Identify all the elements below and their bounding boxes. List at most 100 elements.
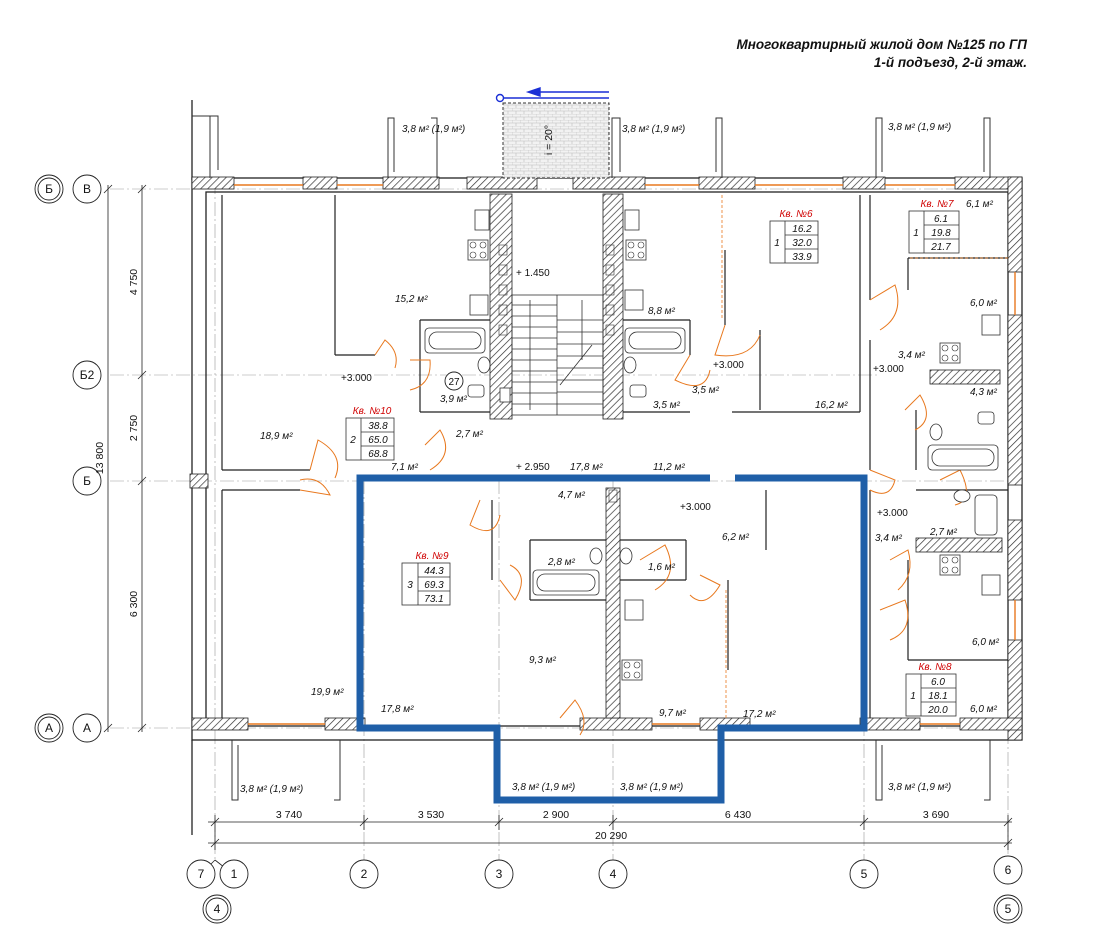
stove-fixture [621,659,643,681]
drawing-title: Многоквартирный жилой дом №125 по ГП 1-й… [737,36,1027,72]
room-area: 4,3 м² [970,387,998,398]
room-area: 6,2 м² [722,532,750,543]
dim-6430: 6 430 [725,809,751,821]
apartment-area-with-balcony: 68.8 [368,449,388,460]
apartment-6-info: Кв. №6 1 16.2 32.0 33.9 [769,209,819,264]
balcony-area: 3,8 м² (1,9 м²) [888,782,951,793]
balconies [192,115,991,801]
room-area: 17,8 м² [570,462,603,473]
dimension-lines [103,184,1013,876]
balcony-area: 3,8 м² (1,9 м²) [888,122,951,133]
stove-fixture [625,239,647,261]
room-area: 2,8 м² [547,557,576,568]
room-area: 6,1 м² [966,199,994,210]
dim-2750: 2 750 [128,415,140,441]
apartment-area-living: 6.0 [931,677,945,688]
level-mark: +3.000 [713,360,744,371]
axis-label-a: А [83,721,91,735]
stove-fixture [939,554,961,576]
level-mark: + 1.450 [516,268,550,279]
axis-label-v: В [83,182,91,196]
windows [234,184,1016,725]
apartment-area-with-balcony: 73.1 [424,594,443,605]
dim-2900: 2 900 [543,809,569,821]
axis-label-4: 4 [610,867,617,881]
room-area: 19,9 м² [311,687,344,698]
axis-label-7: 7 [198,867,205,881]
title-line-1: Многоквартирный жилой дом №125 по ГП [736,37,1027,52]
level-mark: +3.000 [877,508,908,519]
level-mark: + 2.950 [516,462,550,473]
apartment-area-with-balcony: 33.9 [792,252,812,263]
room-area: 6,0 м² [972,637,1000,648]
room-area: 15,2 м² [395,294,428,305]
room-area: 1,6 м² [648,562,676,573]
grid-lines [110,180,1020,860]
apartment-area-with-balcony: 20.0 [927,705,948,716]
fixtures [424,209,1001,681]
apartment-area-with-balcony: 21.7 [930,242,951,253]
balcony-area: 3,8 м² (1,9 м²) [512,782,575,793]
apartment-label: Кв. №7 [920,199,954,210]
doors [299,284,967,736]
ramp-slope: i = 20° [543,125,555,155]
apartment-area-total: 18.1 [928,691,947,702]
room-area: 17,8 м² [381,704,414,715]
dim-3740: 3 740 [276,809,302,821]
title-line-2: 1-й подъезд, 2-й этаж. [873,55,1027,70]
room-area: 8,8 м² [648,306,676,317]
apartment-area-total: 65.0 [368,435,388,446]
stove-burners [469,241,959,679]
dim-6300: 6 300 [128,591,140,617]
stove-fixture [939,342,961,364]
apartment-rooms: 1 [910,691,916,702]
room-area: 2,7 м² [929,527,958,538]
axis-label-b: Б [83,474,91,488]
stove-fixture [467,239,489,261]
apartment-area-living: 44.3 [424,566,444,577]
apartment-area-total: 69.3 [424,580,444,591]
axis-label-4-outer: 4 [214,902,221,916]
apartment-7-info: Кв. №7 1 6.1 19.8 21.7 [908,199,960,254]
room-area: 6,0 м² [970,298,998,309]
axis-label-b-outer: Б [45,182,53,196]
entrance-ramp [502,102,610,179]
room-area: 3,4 м² [875,533,903,544]
interior-dashed-walls [721,195,1008,718]
apartment-8-info: Кв. №8 1 6.0 18.1 20.0 [905,662,957,717]
room-area: 17,2 м² [743,709,776,720]
room-area: 9,3 м² [529,655,557,666]
apartment-9-outline [356,474,868,804]
level-mark: +3.000 [341,373,372,384]
room-area: 4,7 м² [558,490,586,501]
axis-label-a-outer: А [45,721,53,735]
bath-fixture [974,494,998,536]
apartment-rooms: 1 [774,238,780,249]
dim-total-vertical: 13 800 [94,442,106,474]
room-area: 3,4 м² [898,350,926,361]
staircase [511,294,604,416]
room-area: 3,5 м² [653,400,681,411]
axis-label-5-outer: 5 [1005,902,1012,916]
balcony-area: 3,8 м² (1,9 м²) [240,784,303,795]
room-area: 3,9 м² [440,394,468,405]
axis-label-2: 2 [361,867,368,881]
apartment-area-total: 19.8 [931,228,951,239]
balcony-area: 3,8 м² (1,9 м²) [620,782,683,793]
axis-bubbles [34,174,1023,924]
apartment-area-living: 6.1 [934,214,948,225]
apartment-label: Кв. №6 [779,209,813,220]
axis-label-3: 3 [496,867,503,881]
room-area: 6,0 м² [970,704,998,715]
apartment-area-living: 38.8 [368,421,388,432]
wall-piers [189,176,1023,741]
apartment-rooms: 3 [407,580,413,591]
axis-label-1: 1 [231,867,238,881]
dim-3530: 3 530 [418,809,444,821]
apartment-area-total: 32.0 [792,238,812,249]
room-area: 11,2 м² [653,462,685,473]
axis-label-b2: Б2 [80,368,95,382]
ramp-arrow [495,87,609,103]
dim-total-horizontal: 20 290 [595,830,627,842]
